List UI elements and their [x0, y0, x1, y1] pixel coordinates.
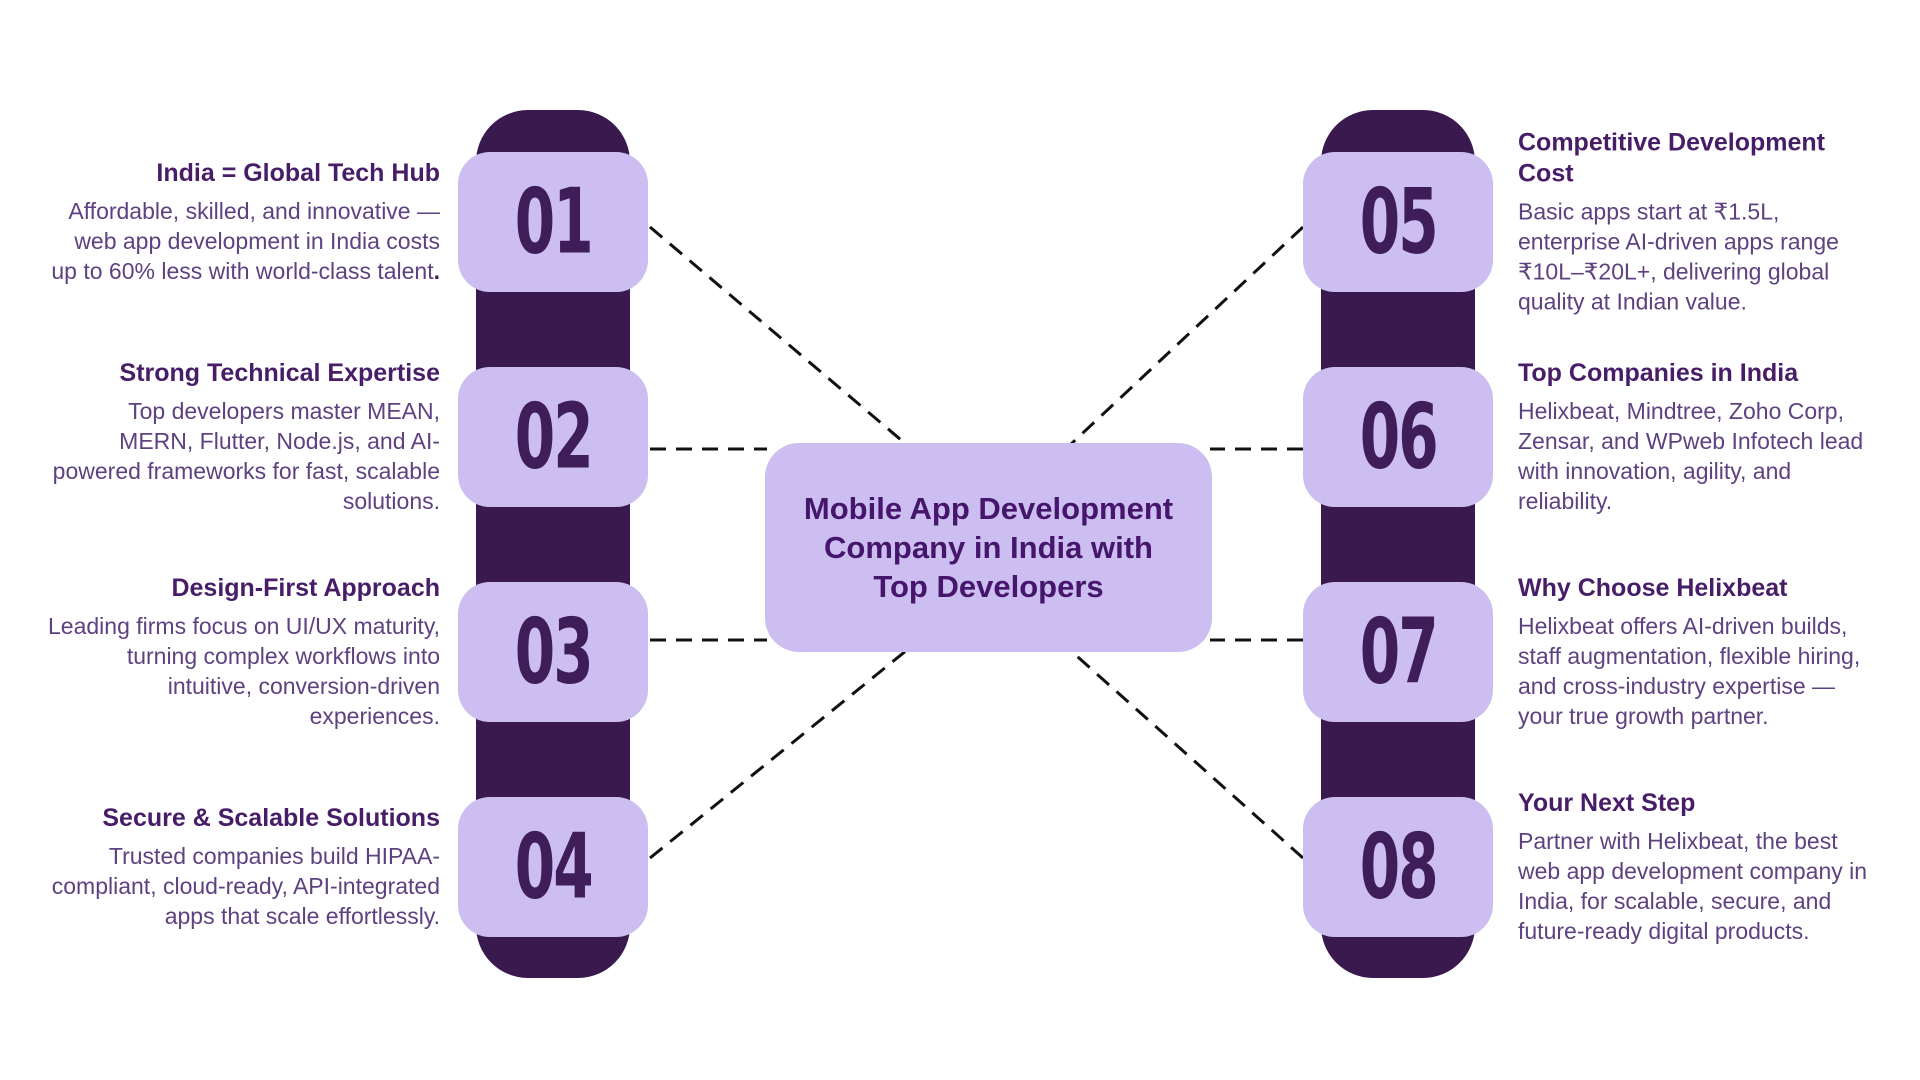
step-card-02: 02 [458, 367, 648, 507]
step-card-04: 04 [458, 797, 648, 937]
step-title: Your Next Step [1518, 789, 1696, 817]
step-text-01: India = Global Tech Hub Affordable, skil… [48, 158, 440, 286]
step-body: Partner with Helixbeat, the best web app… [1518, 828, 1868, 944]
step-body: Affordable, skilled, and innovative — we… [51, 198, 440, 284]
step-card-05: 05 [1303, 152, 1493, 292]
step-body: Helixbeat, Mindtree, Zoho Corp, Zensar, … [1518, 398, 1864, 514]
step-title: Secure & Scalable Solutions [102, 804, 440, 832]
step-card-08: 08 [1303, 797, 1493, 937]
step-text-05: Competitive Development Cost Basic apps … [1518, 128, 1886, 317]
step-number: 02 [514, 383, 594, 490]
step-card-01: 01 [458, 152, 648, 292]
step-card-07: 07 [1303, 582, 1493, 722]
connector-line-01 [649, 225, 908, 447]
step-text-03: Design-First Approach Leading firms focu… [48, 573, 440, 731]
step-title: Strong Technical Expertise [119, 359, 440, 387]
step-text-02: Strong Technical Expertise Top developer… [48, 358, 440, 516]
step-card-03: 03 [458, 582, 648, 722]
step-body: Top developers master MEAN, MERN, Flutte… [52, 398, 440, 514]
center-title: Mobile App Development Company in India … [803, 491, 1174, 604]
step-body: Leading firms focus on UI/UX maturity, t… [48, 613, 440, 729]
step-number: 08 [1359, 813, 1439, 920]
step-title: Design-First Approach [171, 574, 440, 602]
step-text-06: Top Companies in India Helixbeat, Mindtr… [1518, 358, 1886, 516]
connector-line-05 [1068, 225, 1305, 447]
step-title: India = Global Tech Hub [156, 159, 440, 187]
connector-line-04 [649, 648, 908, 860]
step-number: 06 [1359, 383, 1439, 490]
center-title-card: Mobile App Development Company in India … [765, 443, 1212, 652]
step-card-06: 06 [1303, 367, 1493, 507]
step-number: 01 [514, 168, 594, 275]
step-title: Top Companies in India [1518, 359, 1799, 387]
step-title: Competitive Development Cost [1518, 128, 1826, 188]
step-text-07: Why Choose Helixbeat Helixbeat offers AI… [1518, 573, 1886, 731]
step-number: 07 [1359, 598, 1439, 705]
step-number: 04 [514, 813, 594, 920]
step-title: Why Choose Helixbeat [1518, 574, 1788, 602]
step-text-08: Your Next Step Partner with Helixbeat, t… [1518, 788, 1886, 946]
step-number: 03 [514, 598, 594, 705]
connector-line-08 [1069, 648, 1304, 860]
step-body: Trusted companies build HIPAA-compliant,… [51, 843, 440, 929]
step-text-04: Secure & Scalable Solutions Trusted comp… [48, 803, 440, 931]
step-body: Basic apps start at ₹1.5L, enterprise AI… [1518, 198, 1839, 315]
step-number: 05 [1359, 168, 1439, 275]
step-body: Helixbeat offers AI-driven builds, staff… [1518, 613, 1861, 729]
